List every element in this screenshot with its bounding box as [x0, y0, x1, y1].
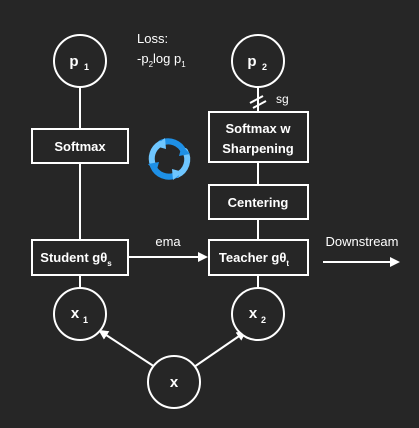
- softmax-label: Softmax: [54, 139, 106, 154]
- loss-title: Loss:: [137, 31, 168, 46]
- sg-mark-b: [252, 100, 267, 109]
- node-p2-sub: 2: [262, 62, 267, 72]
- centering-box: Centering: [208, 184, 309, 220]
- sg-mark-a: [249, 95, 264, 104]
- node-p1-base: p: [69, 53, 78, 70]
- loss-mid: log p: [153, 51, 181, 66]
- softmax-box: Softmax: [31, 128, 129, 164]
- connectors: [79, 87, 400, 368]
- node-p1-sub: 1: [84, 62, 89, 72]
- node-x1-sub: 1: [83, 315, 88, 325]
- teacher-sub: t: [286, 259, 289, 268]
- loss-formula: -p2log p1: [137, 51, 186, 69]
- student-theta: θ: [100, 250, 107, 265]
- softmax-sharpen-line2: Sharpening: [222, 141, 294, 156]
- sg-label: sg: [276, 92, 289, 106]
- loss-label: Loss: -p2log p1: [137, 31, 186, 69]
- softmax-sharpening-box: Softmax w Sharpening: [208, 111, 309, 163]
- teacher-text: Teacher g: [219, 250, 280, 265]
- node-x2: x 2: [231, 287, 285, 341]
- node-x1-base: x: [71, 305, 80, 322]
- node-x2-sub: 2: [261, 315, 266, 325]
- downstream-label: Downstream: [326, 234, 399, 249]
- node-x1: x 1: [53, 287, 107, 341]
- node-p2-base: p: [247, 53, 256, 70]
- refresh-cycle-icon: [148, 138, 191, 180]
- teacher-theta: θ: [279, 250, 286, 265]
- centering-label: Centering: [228, 195, 289, 210]
- node-p1: p 1: [53, 34, 107, 88]
- edge-x-x1: [98, 329, 156, 368]
- loss-prefix: -p: [137, 51, 149, 66]
- teacher-box: Teacher gθt: [208, 239, 309, 276]
- loss-sub-a: 2: [149, 60, 154, 69]
- ema-label: ema: [155, 234, 181, 249]
- softmax-sharpen-line1: Softmax w: [225, 121, 291, 136]
- node-x2-base: x: [249, 305, 258, 322]
- teacher-label: Teacher gθt: [219, 250, 289, 268]
- loss-sub-b: 1: [181, 60, 186, 69]
- student-label: Student gθs: [40, 250, 112, 268]
- node-x-base: x: [170, 374, 179, 391]
- node-x: x: [147, 355, 201, 409]
- node-p2: p 2: [231, 34, 285, 88]
- student-text: Student g: [40, 250, 100, 265]
- student-sub: s: [107, 259, 112, 268]
- student-box: Student gθs: [31, 239, 129, 276]
- edge-x-x2: [193, 330, 247, 368]
